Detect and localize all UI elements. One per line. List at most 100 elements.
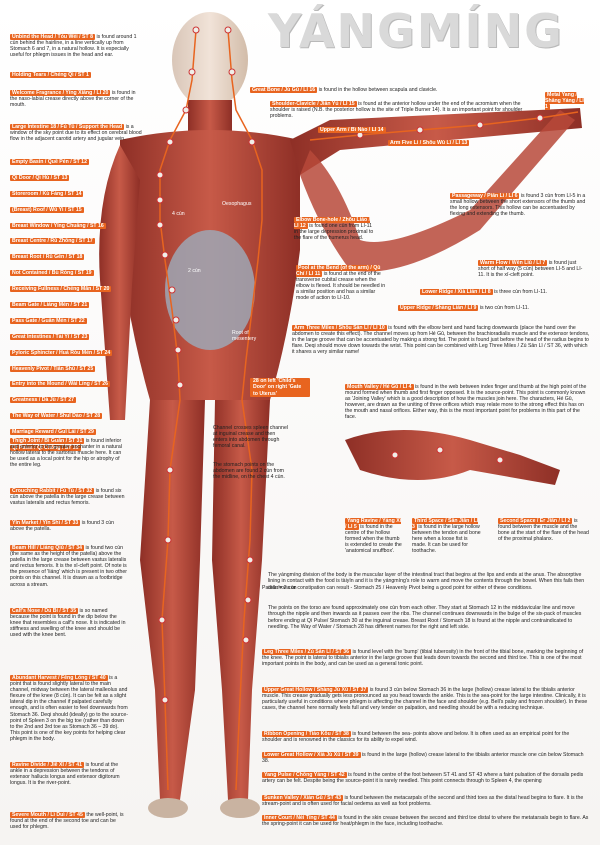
right-forearm-shape: [300, 110, 575, 272]
point-st42: Yang Pulse / Chōng Yáng / ST 42 is found…: [262, 772, 590, 784]
acupoint-markers: [156, 26, 544, 704]
right-foot: [220, 798, 260, 818]
point-li4: Mouth Valley / Hé Gǔ / LI 4 is found in …: [345, 384, 590, 421]
point-name: Storeroom / Kù Fáng / ST 14: [10, 190, 84, 197]
page-title: YÁNGMÍNG: [268, 4, 564, 58]
point-name: Beam Gate / Liáng Mén / ST 21: [10, 302, 90, 309]
point-st31: Thigh Joint / Bì Guān / ST 31 is found i…: [10, 438, 128, 468]
torso-paragraph: The points on the torso are found approx…: [268, 605, 582, 630]
point-name: Holding Tears / Chéng Qì / ST 1: [10, 72, 91, 78]
point-desc: is found in the centre of the foot betwe…: [262, 772, 584, 785]
point-desc: is so named because the point is found i…: [10, 608, 126, 639]
point-desc: is found between the muscle and the bone…: [498, 518, 589, 543]
mesentery-label: Root of mesentery: [232, 330, 257, 342]
point-name: Second Space / Èr Jiān / LI 2: [498, 518, 573, 524]
point-li16: Great Bone / Jù Gǔ / LI 16 is found in t…: [250, 87, 510, 93]
point-desc: is found inferior and anterior to the gr…: [10, 438, 122, 469]
point-desc: is two cùn from LI-11.: [479, 305, 530, 311]
point-name: Calf's Nose / Dú Bí / ST 35: [10, 608, 79, 614]
point-st26: Entry into the Mound / Wài Líng / ST 26: [10, 381, 112, 388]
point-name: Pyloric Sphincter / Huá Ròu Mén / ST 24: [10, 349, 113, 356]
point-name: Beam Hill / Liáng Qiū / ST 34: [10, 545, 85, 551]
point-st24: Pyloric Sphincter / Huá Ròu Mén / ST 24: [10, 349, 113, 356]
two-cun-label: 2 cùn: [188, 268, 201, 274]
point-desc: is found in the large (hollow) crease la…: [262, 752, 584, 765]
point-li11: Pool at the Bend (of the arm) / Qū Chí /…: [296, 265, 388, 302]
oesophagus-label: Oesophagus: [222, 201, 252, 207]
point-name: Leg Three Miles / Zú Sān Lǐ / ST 36: [262, 649, 352, 655]
point-desc: is found at the end of the transverse cu…: [296, 271, 386, 302]
point-desc: is found six cùn above the patella in th…: [10, 488, 125, 507]
point-name: Qì Pulse / Qì Chōng / ST 30: [10, 445, 81, 452]
point-desc: is found just short of half way (5 cùn) …: [478, 260, 583, 279]
torso-point-list: Empty Basin / Quē Pén / ST 12 Qì Door / …: [10, 159, 113, 461]
point-li6: Passageway / Piān Lì / LI 6 is found 3 c…: [450, 193, 590, 217]
point-name: Ravine Divide / Jiě Xī / ST 41: [10, 762, 85, 768]
point-li8: Lower Ridge / Xià Lián / LI 8 is three c…: [420, 289, 590, 295]
point-name: Abundant Harvest / Fēng Lóng / ST 40: [10, 675, 108, 681]
point-name: Severe Mouth / Lì Duì / ST 45: [10, 812, 85, 818]
point-desc: is found in the centre of the hollow for…: [345, 524, 402, 555]
point-name: The Way of Water / Shuǐ Dào / ST 28: [10, 413, 103, 420]
point-st15: (Breast) Roof / Wū Yì / ST 15: [10, 206, 112, 213]
hand-detail: [345, 430, 560, 485]
point-st1: Holding Tears / Chéng Qì / ST 1: [10, 72, 91, 78]
li-channel-line: [309, 111, 579, 141]
point-name: Upper Arm / Bì Nào / LI 14: [318, 127, 386, 133]
point-st30: Qì Pulse / Qì Chōng / ST 30: [10, 445, 112, 452]
point-st17: Breast Centre / Rǔ Zhōng / ST 17: [10, 238, 112, 245]
left-leg-shape: [140, 400, 205, 800]
point-st8: Unbind the Head / Tóu Wéi / ST 8 is foun…: [10, 34, 140, 58]
point-desc: the well-point, is found at the end of t…: [10, 812, 124, 831]
point-li7: Warm Flow / Wēn Liū / LI 7 is found just…: [478, 260, 588, 278]
point-desc: is found two cùn (the same as the height…: [10, 545, 128, 588]
point-st38: Ribbon Opening / Tiáo Kǒu / ST 38 is fou…: [262, 731, 590, 743]
point-name: Unbind the Head / Tóu Wéi / ST 8: [10, 34, 95, 40]
point-li18: Large Intestine 18 / Fú Tū / Support the…: [10, 124, 146, 142]
point-desc: is three cùn from LI-11.: [494, 289, 548, 295]
point-name: Shoulder-Clavicle / Jiān Yú / LI 15: [270, 101, 357, 107]
point-st12: Empty Basin / Quē Pén / ST 12: [10, 159, 112, 165]
point-name: Sunken Valley / Xiàn Gǔ / ST 43: [262, 795, 343, 801]
point-desc: is found between the metacarpals of the …: [262, 795, 584, 808]
point-name: Metal Yang / Shāng Yáng / LI 1: [545, 92, 584, 111]
point-name: Inner Court / Nèi Tíng / ST 44: [262, 815, 337, 821]
gate-uterus-label: 28 on left 'Child's Door' on right 'Gate…: [250, 378, 310, 398]
point-desc: is found at the anterior hollow under th…: [270, 101, 523, 120]
point-desc: is found 3 cùn above the patella.: [10, 520, 114, 533]
point-li15: Shoulder-Clavicle / Jiān Yú / LI 15 is f…: [270, 101, 540, 119]
stomach-points-note: The stomach points on the abdomen are fo…: [213, 462, 285, 480]
point-st33: Yīn Market / Yīn Shì / ST 33 is found 3 …: [10, 520, 128, 532]
point-desc: is found 3 cùn below Stomach 36 in the l…: [262, 687, 588, 712]
four-cun-label: 4 cùn: [172, 211, 185, 217]
point-li12: Elbow Bone-hole / Zhǒu Liáo / LI 12 is f…: [294, 217, 376, 241]
point-li9: Upper Ridge / Shàng Lián / LI 9 is two c…: [398, 305, 588, 311]
point-li1: Metal Yang / Shāng Yáng / LI 1: [545, 92, 590, 111]
point-st43: Sunken Valley / Xiàn Gǔ / ST 43 is found…: [262, 795, 590, 807]
head-shape: [172, 12, 248, 108]
point-name: Yīn Market / Yīn Shì / ST 33: [10, 520, 81, 526]
point-desc: is found around 1 cùn behind the hairlin…: [10, 34, 137, 59]
point-name: Great Intestines / Tài Yǐ / ST 23: [10, 333, 90, 340]
gate-uterus-text: 28 on left 'Child's Door' on right 'Gate…: [250, 378, 310, 398]
point-li5: Yang Ravine / Yáng Xī / LI 5 is found in…: [345, 518, 403, 555]
point-st32: Crouching Rabbit / Fú Tù / ST 32 is foun…: [10, 488, 128, 506]
point-desc: is a point that is found slightly latera…: [10, 675, 128, 742]
point-st41: Ravine Divide / Jiě Xī / ST 41 is found …: [10, 762, 128, 786]
point-st21: Beam Gate / Liáng Mén / ST 21: [10, 302, 112, 309]
point-name: (Breast) Roof / Wū Yì / ST 15: [10, 206, 84, 213]
point-st23: Great Intestines / Tài Yǐ / ST 23: [10, 333, 112, 340]
abdomen-organs: [165, 230, 255, 350]
point-name: Breast Root / Rǔ Gēn / ST 18: [10, 254, 85, 261]
point-st40: Abundant Harvest / Fēng Lóng / ST 40 is …: [10, 675, 128, 742]
point-li2: Second Space / Èr Jiān / LI 2 is found b…: [498, 518, 590, 542]
right-upper-arm-shape: [290, 108, 582, 175]
point-st34: Beam Hill / Liáng Qiū / ST 34 is found t…: [10, 545, 128, 588]
spleen-vessel-note: Channel crosses spleen channel at inguin…: [213, 425, 288, 449]
point-st25: Heavenly Pivot / Tiān Shū / ST 25: [10, 365, 112, 372]
point-desc: is found at the ankle in a depression be…: [10, 762, 120, 787]
point-st14: Storeroom / Kù Fáng / ST 14: [10, 190, 112, 197]
right-leg-shape: [212, 400, 270, 800]
